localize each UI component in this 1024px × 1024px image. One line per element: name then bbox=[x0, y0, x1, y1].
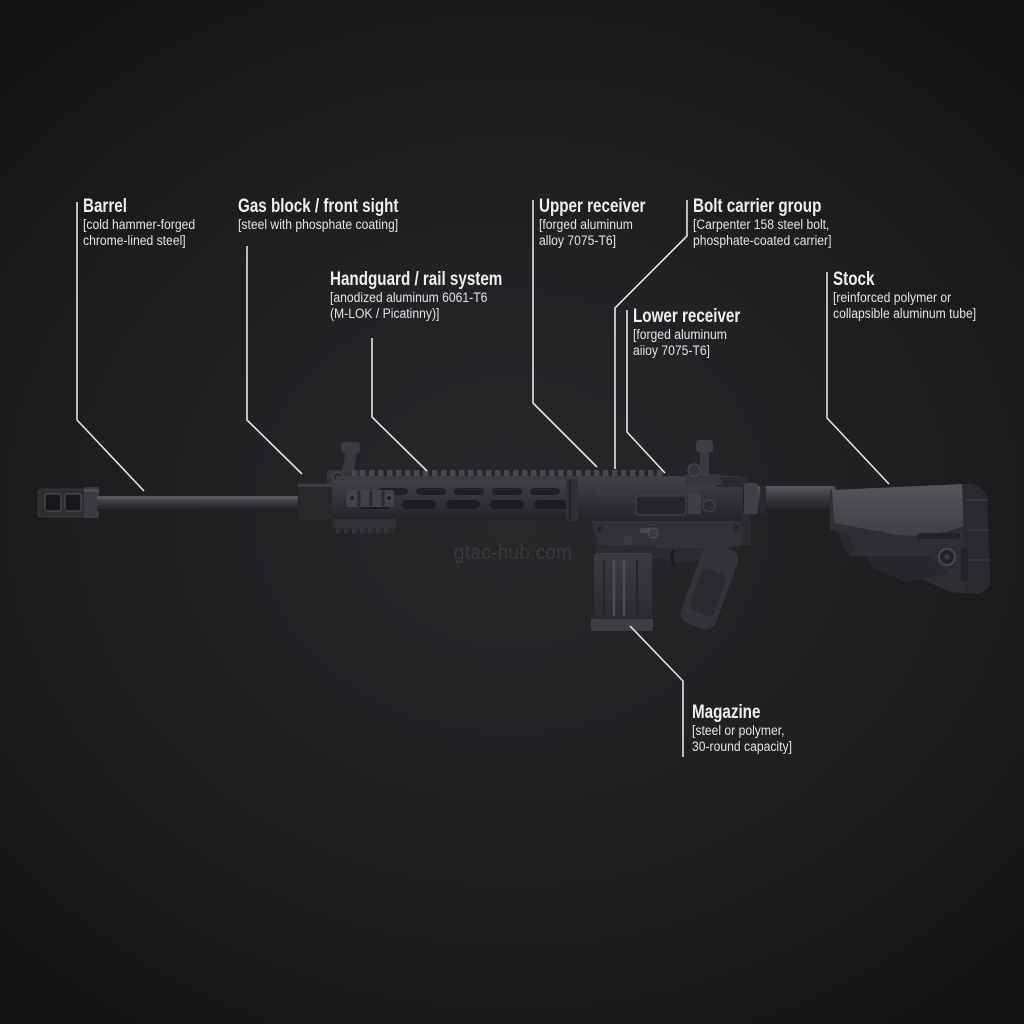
label-handguard: Handguard / rail system [anodized alumin… bbox=[330, 269, 545, 321]
buffer-tube bbox=[744, 483, 836, 514]
label-gas-block-title: Gas block / front sight bbox=[238, 196, 399, 217]
leader-line-lower-receiver bbox=[626, 310, 666, 474]
leader-line-upper-receiver bbox=[532, 200, 598, 468]
label-barrel: Barrel [cold hammer-forged chrome-lined … bbox=[83, 196, 208, 248]
label-lower-receiver-spec1: [forged aluminum bbox=[633, 327, 727, 342]
magazine-part bbox=[591, 548, 653, 631]
label-bolt-carrier-group-title: Bolt carrier group bbox=[693, 196, 822, 217]
leader-line-barrel bbox=[76, 202, 145, 492]
label-stock-spec2: collapsible aluminum tube] bbox=[833, 305, 977, 321]
label-stock-spec1: [reinforced polymer or bbox=[833, 290, 952, 305]
label-upper-receiver-spec2: alloy 7075-T6] bbox=[539, 232, 617, 248]
label-magazine-title: Magazine bbox=[692, 702, 761, 723]
label-lower-receiver-spec2: aiioy 7075-T6] bbox=[633, 342, 711, 358]
label-gas-block-spec1: [steel with phosphate coating] bbox=[238, 217, 399, 232]
upper-receiver-part bbox=[578, 477, 747, 522]
label-bolt-carrier-group-spec1: [Carpenter 158 steel bolt, bbox=[693, 217, 830, 232]
label-gas-block: Gas block / front sight [steel with phos… bbox=[238, 196, 439, 233]
label-barrel-title: Barrel bbox=[83, 196, 127, 217]
label-upper-receiver-spec1: [forged aluminum bbox=[539, 217, 633, 232]
label-handguard-spec1: [anodized aluminum 6061-T6 bbox=[330, 290, 488, 305]
leader-line-stock bbox=[826, 272, 890, 485]
label-magazine: Magazine [steel or polymer, 30-round cap… bbox=[692, 702, 803, 754]
leader-line-gas-block bbox=[246, 246, 303, 475]
label-barrel-spec2: chrome-lined steel] bbox=[83, 232, 186, 248]
label-handguard-title: Handguard / rail system bbox=[330, 269, 503, 290]
leader-line-magazine bbox=[629, 625, 684, 757]
rifle-illustration bbox=[37, 440, 990, 631]
label-stock-title: Stock bbox=[833, 269, 875, 290]
barrel-part bbox=[97, 496, 303, 511]
label-magazine-spec2: 30-round capacity] bbox=[692, 738, 792, 754]
muzzle-brake bbox=[37, 487, 99, 518]
stock-part bbox=[830, 484, 990, 594]
leader-lines bbox=[76, 200, 890, 757]
label-upper-receiver: Upper receiver [forged aluminum alloy 70… bbox=[539, 196, 672, 248]
label-handguard-spec2: (M-LOK / Picatinny)] bbox=[330, 305, 440, 321]
label-magazine-spec1: [steel or polymer, bbox=[692, 723, 785, 738]
pistol-grip bbox=[680, 543, 739, 630]
watermark-text: gtac-hub.com bbox=[454, 542, 573, 564]
label-bolt-carrier-group: Bolt carrier group [Carpenter 158 steel … bbox=[693, 196, 853, 248]
label-stock: Stock [reinforced polymer or collapsible… bbox=[833, 269, 992, 321]
handguard-part bbox=[332, 479, 588, 533]
label-bolt-carrier-group-spec2: phosphate-coated carrier] bbox=[693, 232, 832, 248]
label-barrel-spec1: [cold hammer-forged bbox=[83, 217, 196, 232]
leader-line-handguard bbox=[371, 338, 428, 472]
label-lower-receiver: Lower receiver [forged aluminum aiioy 70… bbox=[633, 306, 767, 358]
label-upper-receiver-title: Upper receiver bbox=[539, 196, 646, 217]
rear-sight bbox=[686, 440, 720, 484]
label-lower-receiver-title: Lower receiver bbox=[633, 306, 741, 327]
leader-line-bolt-carrier bbox=[614, 200, 688, 469]
